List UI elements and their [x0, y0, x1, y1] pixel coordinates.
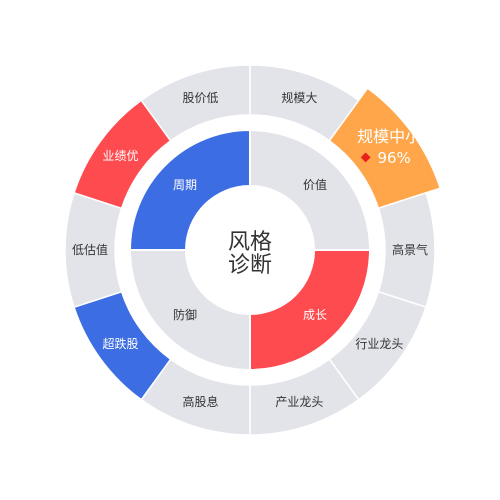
outer-segment-label-3: 行业龙头	[355, 337, 403, 351]
outer-segment-9	[140, 64, 251, 142]
outer-segment-label-7: 低估值	[72, 242, 108, 257]
inner-segment-label-2: 防御	[173, 307, 197, 322]
inner-segment-label-0: 价值	[303, 177, 327, 192]
outer-segment-label-5: 高股息	[183, 394, 219, 409]
outer-segment-label-2: 高景气	[392, 242, 428, 257]
outer-segment-label-8: 业绩优	[103, 149, 139, 163]
outer-segment-label-4: 产业龙头	[275, 395, 323, 409]
center-title-line1: 风格	[228, 230, 272, 255]
inner-segment-label-1: 成长	[303, 308, 327, 322]
center-disc	[185, 185, 315, 315]
outer-segment-1	[328, 87, 442, 210]
outer-segment-label-0: 规模大	[281, 90, 317, 105]
highlight-value: 96%	[377, 149, 410, 167]
outer-segment-label-6: 超跌股	[103, 336, 139, 351]
center-title-line2: 诊断	[228, 253, 272, 278]
highlight-diamond-icon	[360, 152, 371, 163]
outer-segment-label-9: 股价低	[183, 91, 219, 105]
inner-segment-label-3: 周期	[173, 178, 197, 192]
outer-segment-label-1: 规模中小	[357, 127, 421, 146]
